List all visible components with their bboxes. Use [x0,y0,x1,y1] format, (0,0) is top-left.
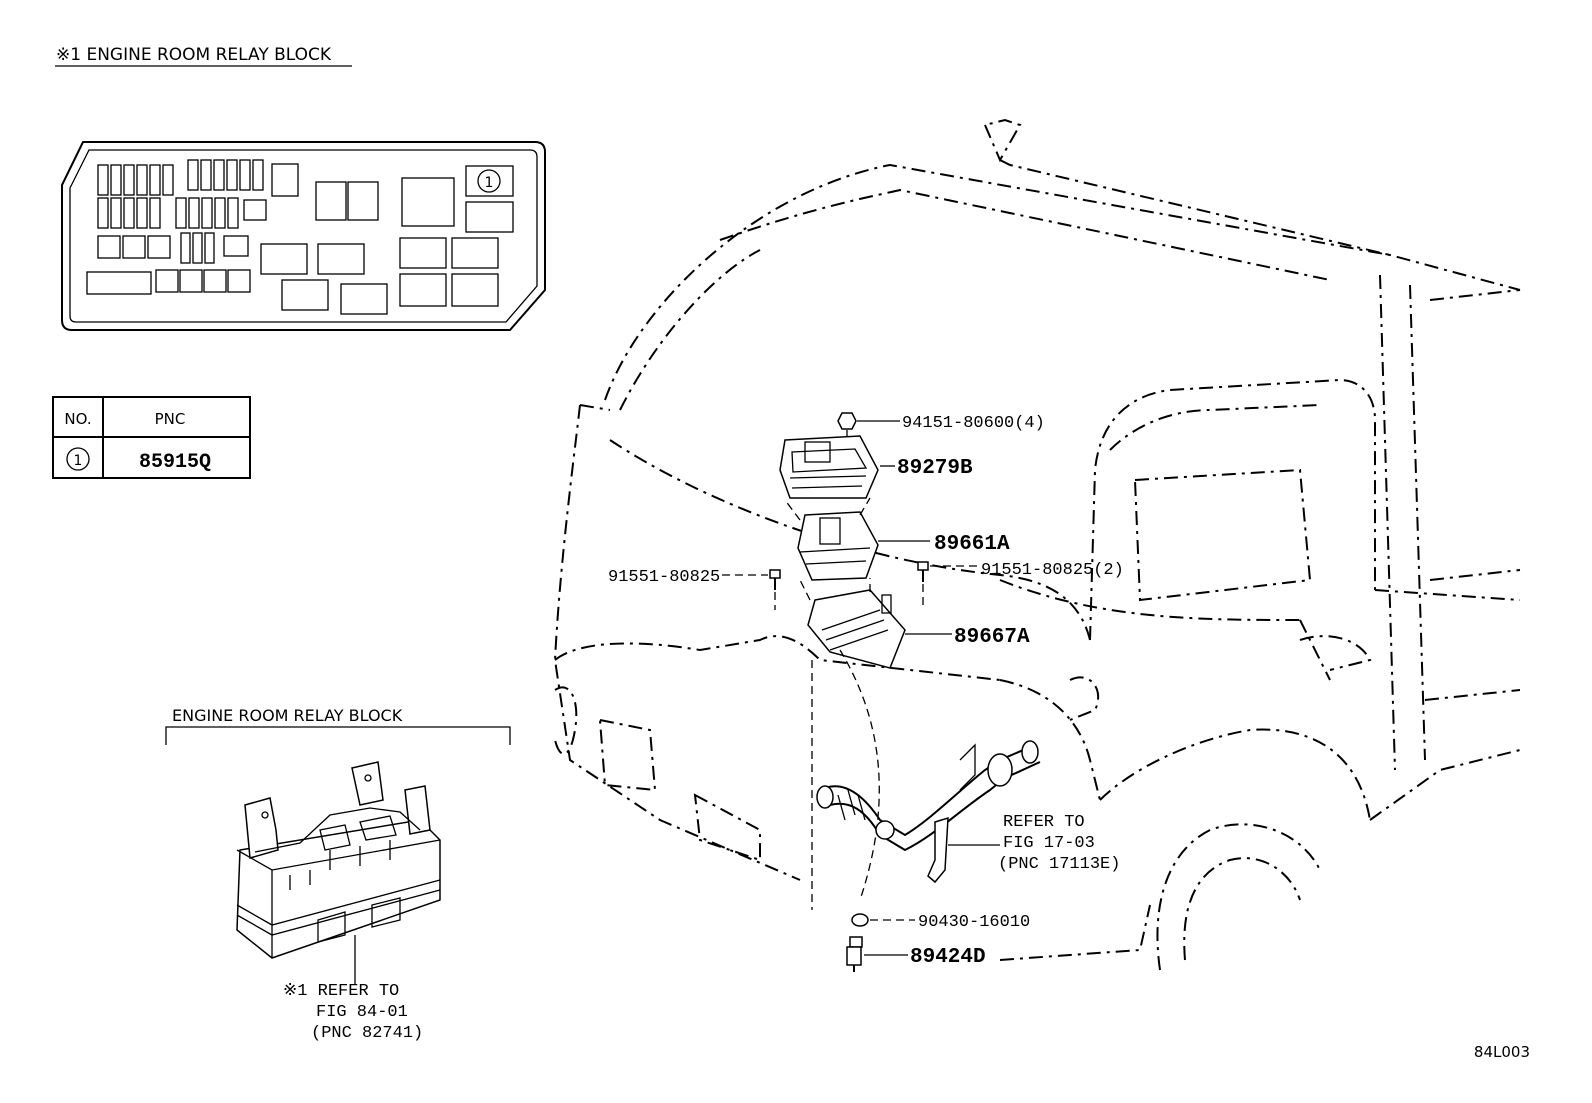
header-title: ※1 ENGINE ROOM RELAY BLOCK [56,45,332,65]
relay-view-bracket [165,726,511,745]
sensor-89424d [846,936,863,972]
truck-cab-outline [553,118,1521,971]
pnc-table: NO. PNC 1 85915Q [52,396,251,479]
label-screw-left: 91551-80825 [608,568,720,587]
ecu-89661a [797,511,879,581]
refer-exhaust-line3: (PNC 17113E) [998,855,1120,874]
label-ecu: 89661A [934,533,1010,556]
relay-refer-line1: ※1 REFER TO [283,982,399,1001]
relay-refer-line2: FIG 84-01 [316,1003,408,1022]
table-cell-pnc: 85915Q [139,451,211,474]
refer-exhaust-line2: FIG 17-03 [1003,834,1095,853]
screw-right [917,561,929,605]
table-header-no: NO. [64,410,91,428]
gasket-90430 [851,913,869,927]
nut-94151 [837,412,857,430]
label-cover: 89279B [897,457,973,480]
relay-callout-number: 1 [485,175,494,191]
ecu-assembly [722,412,978,910]
ecu-cover-89279b [779,435,879,499]
exhaust-pipe [816,740,1041,884]
screw-left [769,569,781,610]
relay-view-label: ENGINE ROOM RELAY BLOCK [172,706,403,725]
figure-code: 84L003 [1474,1043,1530,1061]
refer-exhaust-line1: REFER TO [1003,813,1085,832]
label-bracket: 89667A [954,626,1030,649]
table-cell-no: 1 [74,453,83,469]
table-header-pnc: PNC [155,410,186,428]
label-sensor: 89424D [910,946,986,969]
relay-block-3d [236,761,441,959]
label-nut: 94151-80600(4) [902,414,1045,433]
relay-refer-line3: (PNC 82741) [311,1024,423,1043]
relay-block-top-view: 1 [61,141,546,331]
label-gasket: 90430-16010 [918,913,1030,932]
label-screw-right: 91551-80825(2) [981,561,1124,580]
